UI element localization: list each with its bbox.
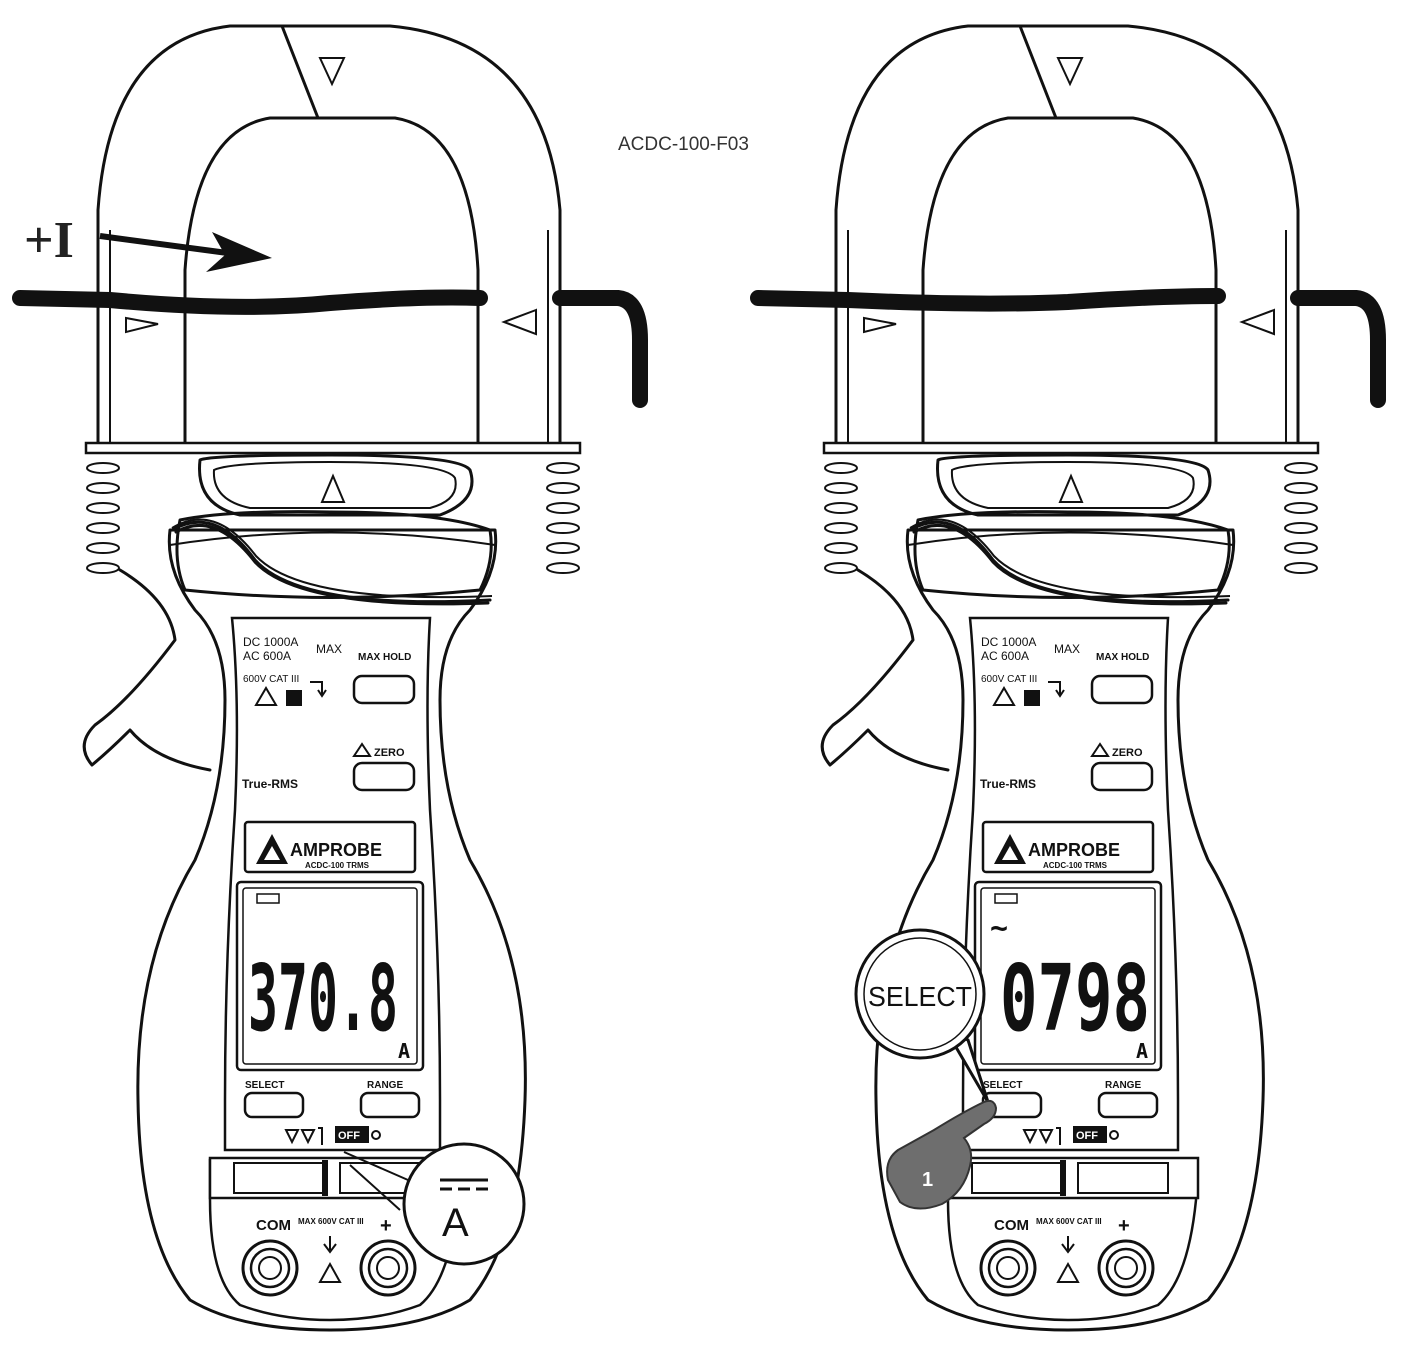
- spec-max-left: MAX: [316, 642, 342, 656]
- max-hold-label-right: MAX HOLD: [1096, 652, 1149, 663]
- com-label-right: COM: [994, 1217, 1029, 1234]
- com-label-left: COM: [256, 1217, 291, 1234]
- range-button-left[interactable]: [361, 1093, 419, 1117]
- lcd-reading-left: 370.8: [248, 945, 398, 1052]
- max-hold-button-left[interactable]: [354, 676, 414, 703]
- terminal-rating-left: MAX 600V CAT III: [298, 1217, 364, 1226]
- spec-max-right: MAX: [1054, 642, 1080, 656]
- current-arrow-head: [206, 232, 272, 272]
- conductor-wire-right: [750, 288, 1386, 408]
- select-button-left[interactable]: [245, 1093, 303, 1117]
- spec-ac-right: AC 600A: [981, 649, 1029, 663]
- model-label-left: ACDC-100 TRMS: [305, 861, 370, 870]
- rotary-off-label-left: OFF: [338, 1130, 360, 1142]
- plus-label-left: +: [380, 1215, 392, 1237]
- lcd-unit-right: A: [1136, 1039, 1148, 1063]
- rotary-off-label-right: OFF: [1076, 1130, 1098, 1142]
- dc-amps-symbol: A: [442, 1201, 469, 1245]
- select-label-left: SELECT: [245, 1080, 284, 1091]
- lcd-reading-right: 0798: [1000, 945, 1150, 1052]
- range-label-right: RANGE: [1105, 1080, 1141, 1091]
- spec-dc-left: DC 1000A: [243, 635, 298, 649]
- plus-jack-left[interactable]: [361, 1241, 415, 1295]
- select-bubble-label: SELECT: [868, 981, 972, 1012]
- step-number: 1: [922, 1169, 933, 1191]
- true-rms-label-left: True-RMS: [242, 777, 298, 791]
- dc-amps-callout-pointer: [343, 1151, 409, 1211]
- zero-label-left: ZERO: [374, 747, 405, 759]
- model-label-right: ACDC-100 TRMS: [1043, 861, 1108, 870]
- zero-button-right[interactable]: [1092, 763, 1152, 790]
- cat-rating-right: 600V CAT III: [981, 674, 1037, 685]
- cat-rating-left: 600V CAT III: [243, 674, 299, 685]
- true-rms-label-right: True-RMS: [980, 777, 1036, 791]
- figure-code: ACDC-100-F03: [618, 134, 749, 155]
- select-label-right: SELECT: [983, 1080, 1022, 1091]
- zero-button-left[interactable]: [354, 763, 414, 790]
- range-label-left: RANGE: [367, 1080, 403, 1091]
- plus-label-right: +: [1118, 1215, 1130, 1237]
- current-direction-label: +I: [24, 212, 74, 269]
- terminal-rating-right: MAX 600V CAT III: [1036, 1217, 1102, 1226]
- max-hold-label-left: MAX HOLD: [358, 652, 411, 663]
- pointing-finger-icon: [886, 1099, 998, 1210]
- lcd-ac-indicator-right: ~: [990, 911, 1008, 946]
- dc-amps-callout: [402, 1142, 526, 1266]
- rotary-selector-left[interactable]: [282, 1124, 382, 1148]
- conductor-wire-left: [12, 289, 648, 408]
- rotary-selector-right[interactable]: [1020, 1124, 1120, 1148]
- plus-jack-right[interactable]: [1099, 1241, 1153, 1295]
- max-hold-button-right[interactable]: [1092, 676, 1152, 703]
- select-bubble: [854, 928, 986, 1060]
- spec-ac-left: AC 600A: [243, 649, 291, 663]
- dc-symbol-icon: [440, 1178, 488, 1191]
- spec-dc-right: DC 1000A: [981, 635, 1036, 649]
- brand-logo-right: AMPROBE: [1028, 840, 1120, 860]
- com-jack-left[interactable]: [243, 1241, 297, 1295]
- range-button-right[interactable]: [1099, 1093, 1157, 1117]
- current-direction-arrow: [99, 233, 236, 257]
- zero-label-right: ZERO: [1112, 747, 1143, 759]
- com-jack-right[interactable]: [981, 1241, 1035, 1295]
- meter-right: DC 1000A AC 600A MAX 600V CAT III MAX HO…: [750, 24, 1386, 1332]
- brand-logo-left: AMPROBE: [290, 840, 382, 860]
- meter-left: +I DC 1000A AC 600A MAX 600V CAT III MAX…: [12, 24, 648, 1332]
- lcd-unit-left: A: [398, 1039, 410, 1063]
